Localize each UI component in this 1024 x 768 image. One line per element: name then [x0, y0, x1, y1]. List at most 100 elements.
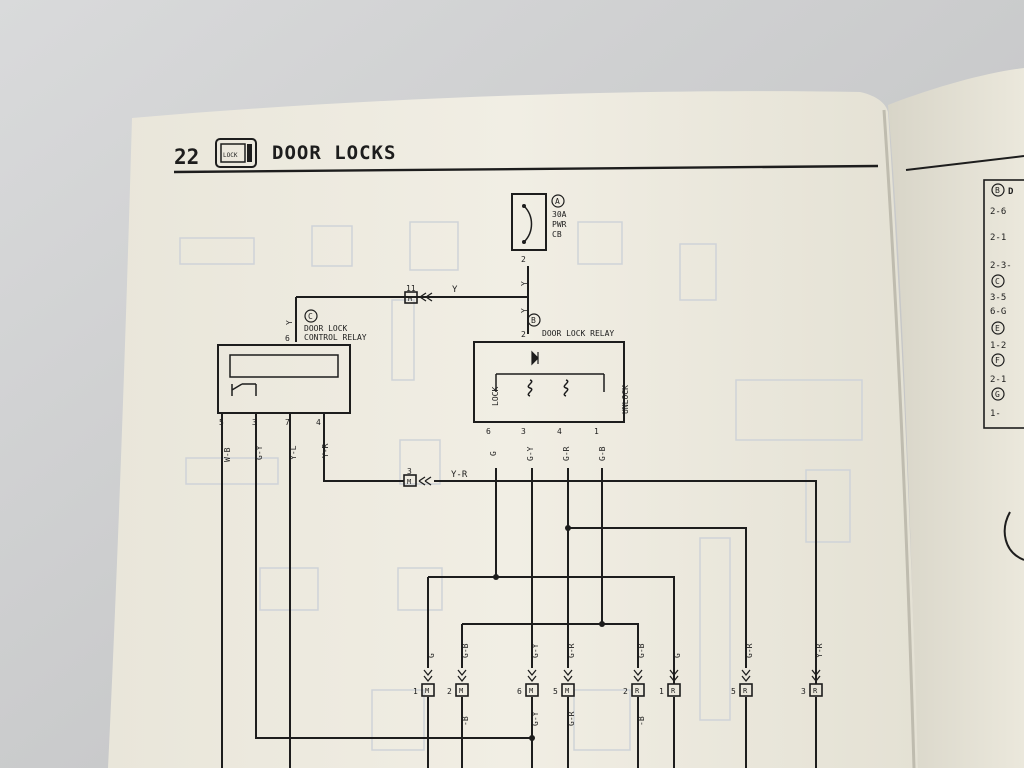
- svg-text:4: 4: [316, 418, 321, 427]
- svg-text:2: 2: [521, 330, 526, 339]
- svg-text:CONTROL RELAY: CONTROL RELAY: [304, 333, 367, 342]
- svg-text:M: M: [408, 295, 412, 303]
- right-item-text: 2-6: [990, 207, 1006, 217]
- right-item-circle: [991, 353, 1005, 367]
- svg-text:UNLOCK: UNLOCK: [621, 385, 630, 414]
- bottom-connector: G-BM2-B: [447, 643, 470, 768]
- svg-text:B: B: [531, 316, 536, 325]
- connector-box: [561, 683, 575, 697]
- svg-text:A: A: [555, 197, 560, 206]
- svg-text:C: C: [308, 312, 313, 321]
- connector-wire-label: G-R: [567, 643, 576, 658]
- connector-number: 5: [553, 687, 558, 696]
- bottom-connector: Y-RR3: [801, 643, 824, 768]
- svg-text:2: 2: [521, 255, 526, 264]
- connector-box: [525, 683, 539, 697]
- connector-code: M: [565, 687, 569, 695]
- connector-wire-label: G-B: [461, 643, 470, 658]
- right-item-text: 2-3-: [990, 261, 1012, 271]
- right-item-letter: F: [995, 356, 1000, 365]
- connector-code: R: [635, 687, 640, 695]
- svg-text:30A: 30A: [552, 210, 567, 219]
- svg-text:3: 3: [521, 427, 526, 436]
- right-item-circle: [991, 274, 1005, 288]
- svg-text:DOOR LOCK: DOOR LOCK: [304, 324, 348, 333]
- connector-arrow: [811, 669, 821, 683]
- connector-arrow: [669, 669, 679, 683]
- svg-text:G-R: G-R: [562, 446, 571, 461]
- connector-wire-label: G-B: [637, 643, 646, 658]
- connector-wire-label: G: [673, 653, 682, 658]
- page-title: DOOR LOCKS: [272, 142, 396, 164]
- connector-code: M: [459, 687, 463, 695]
- right-item-letter: B: [995, 186, 1000, 195]
- connector-wire-label: G-Y: [531, 643, 540, 658]
- door-lock-icon: LOCK: [215, 138, 257, 168]
- door-lock-relay-b: B DOOR LOCK RELAY 2 LOCK UNLOCK 6 3 4 1 …: [473, 313, 630, 461]
- right-item-circle: [991, 321, 1005, 335]
- connector-arrow: [423, 669, 433, 683]
- connector-number: 6: [517, 687, 522, 696]
- circuit-breaker-a: A 30A PWR CB 2: [511, 193, 567, 264]
- svg-text:G-Y: G-Y: [255, 445, 264, 460]
- svg-text:4: 4: [557, 427, 562, 436]
- svg-text:G: G: [489, 451, 498, 456]
- svg-text:Y: Y: [452, 285, 458, 295]
- right-page: [888, 68, 1024, 768]
- svg-text:7: 7: [285, 418, 290, 427]
- right-item-letter: C: [995, 277, 1000, 286]
- bottom-connector: G-R R5: [731, 643, 754, 768]
- connector-code: R: [671, 687, 676, 695]
- connector-number: 1: [413, 687, 418, 696]
- connector-code: R: [743, 687, 748, 695]
- right-item-text: 1-2: [990, 341, 1006, 351]
- connector-arrow: [527, 669, 537, 683]
- connector-wire-label: Y-R: [815, 643, 824, 658]
- door-lock-control-relay-c: C DOOR LOCK CONTROL RELAY 6 5 3 7 4 W-B …: [217, 309, 367, 462]
- connector-arrow: [633, 669, 643, 683]
- svg-text:6: 6: [285, 334, 290, 343]
- connector-wire-label-lower: -B: [461, 716, 470, 726]
- connector-arrow: [563, 669, 573, 683]
- left-page: [108, 91, 918, 768]
- connector-box: [809, 683, 823, 697]
- connector-box: [631, 683, 645, 697]
- right-item-text: D: [1008, 187, 1014, 197]
- svg-text:Y: Y: [520, 281, 529, 286]
- bottom-connector: G-BR2-B: [623, 643, 646, 768]
- connector-m3: 3 M: [403, 467, 432, 487]
- icon-label: LOCK: [223, 152, 238, 159]
- connector-code: M: [425, 687, 429, 695]
- svg-text:3: 3: [252, 418, 257, 427]
- bottom-connector: GM1: [413, 653, 436, 768]
- connector-box: [667, 683, 681, 697]
- svg-text:1: 1: [594, 427, 599, 436]
- svg-text:6: 6: [486, 427, 491, 436]
- connector-m11: 11 M: [404, 284, 433, 304]
- connector-wire-label-lower: G-R: [567, 711, 576, 726]
- show-through-ghost: [179, 221, 863, 751]
- svg-text:LOCK: LOCK: [491, 387, 500, 406]
- connector-wire-label-lower: -B: [637, 716, 646, 726]
- connector-wire-label: G-R: [745, 643, 754, 658]
- connector-box: [421, 683, 435, 697]
- svg-text:W-B: W-B: [223, 447, 232, 462]
- page-gutter: [882, 109, 916, 768]
- svg-text:DOOR LOCK RELAY: DOOR LOCK RELAY: [542, 329, 614, 338]
- right-item-text: 6-G: [990, 307, 1006, 317]
- svg-text:Y: Y: [285, 320, 294, 325]
- right-item-letter: E: [995, 324, 1000, 333]
- svg-text:PWR: PWR: [552, 220, 567, 229]
- connector-number: 3: [801, 687, 806, 696]
- svg-text:Y-L: Y-L: [289, 445, 298, 460]
- svg-text:G-Y: G-Y: [526, 446, 535, 461]
- connector-number: 5: [731, 687, 736, 696]
- svg-text:G-B: G-B: [598, 446, 607, 461]
- control-relay-wires: [221, 414, 817, 768]
- right-item-text: 3-5: [990, 293, 1006, 303]
- connector-code: M: [529, 687, 533, 695]
- header-rule: [173, 164, 879, 174]
